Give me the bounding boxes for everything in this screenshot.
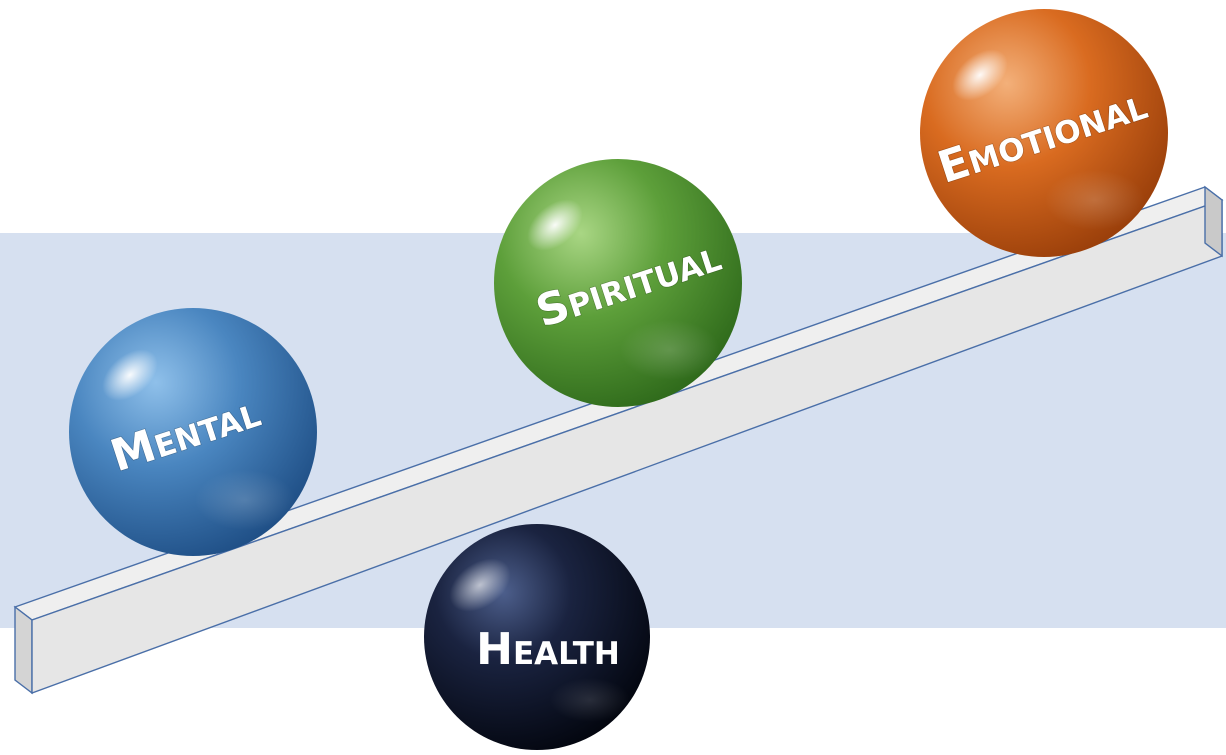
emotional-ball [920,9,1168,257]
spiritual-ball [494,159,742,407]
mental-ball [69,308,317,556]
health-ball [424,524,650,750]
health-label: Health [476,624,620,675]
